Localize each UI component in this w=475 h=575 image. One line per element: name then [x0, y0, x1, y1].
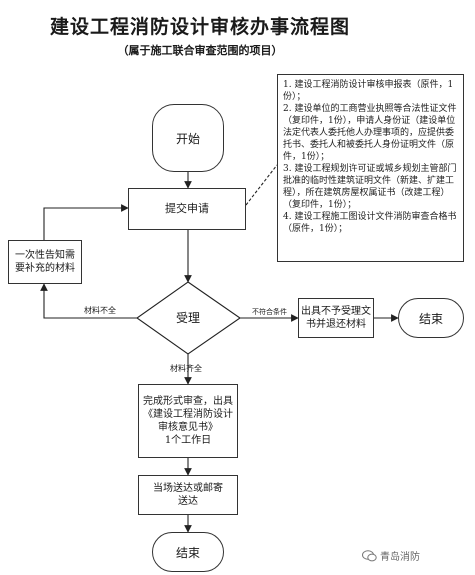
- node-start-label: 开始: [175, 131, 200, 146]
- node-submit-label: 提交申请: [165, 202, 209, 215]
- node-start: 开始: [152, 104, 224, 172]
- page-subtitle: （属于施工联合审查范围的项目）: [117, 44, 283, 57]
- required-documents-box: 1. 建设工程消防设计审核申报表（原件，1份）； 2. 建设单位的工商营业执照等…: [277, 74, 464, 262]
- document-item: 4. 建设工程施工图设计文件消防审查合格书（原件，1份）；: [283, 212, 457, 234]
- node-end-right-label: 结束: [418, 311, 443, 326]
- watermark-text: 青岛消防: [380, 552, 420, 563]
- document-item: 1. 建设工程消防设计审核申报表（原件，1份）；: [283, 80, 454, 102]
- node-reject: 出具不予受理文 书并退还材料: [298, 298, 374, 338]
- node-supplement: 一次性告知需 要补充的材料: [8, 240, 82, 284]
- node-submit: 提交申请: [128, 188, 246, 230]
- edge-label-complete: 材料齐全: [170, 364, 202, 373]
- document-item: 2. 建设单位的工商营业执照等合法性证文件（复印件，1份），申请人身份证（建设单…: [283, 104, 457, 162]
- page-title: 建设工程消防设计审核办事流程图: [49, 16, 350, 38]
- arrow-review-to-supplement: [40, 283, 137, 319]
- arrow-supplement-to-submit: [43, 204, 129, 240]
- node-formal-review-label: 完成形式审查，出具 《建设工程消防设计 审核意见书》 1个工作日: [143, 396, 233, 446]
- node-end-right: 结束: [398, 298, 464, 338]
- node-supplement-label: 一次性告知需 要补充的材料: [15, 250, 75, 274]
- node-end-bottom-label: 结束: [175, 545, 200, 560]
- node-formal-review: 完成形式审查，出具 《建设工程消防设计 审核意见书》 1个工作日: [138, 384, 238, 458]
- node-deliver-label: 当场送达或邮寄 送达: [153, 483, 223, 507]
- watermark: 青岛消防: [362, 548, 420, 563]
- documents-callout-line: [245, 164, 278, 206]
- chat-icon: [362, 549, 377, 561]
- node-review-label: 受理: [175, 311, 200, 325]
- document-item: 3. 建设工程规划许可证或城乡规划主管部门批准的临时性建筑证明文件（新建、扩建工…: [283, 164, 457, 210]
- node-end-bottom: 结束: [152, 532, 224, 572]
- review-diamond: [136, 281, 241, 355]
- node-deliver: 当场送达或邮寄 送达: [138, 475, 238, 515]
- edge-label-incomplete: 材料不全: [84, 306, 116, 315]
- node-reject-label: 出具不予受理文 书并退还材料: [301, 306, 371, 330]
- edge-label-not-qualified: 不符合条件: [252, 308, 287, 316]
